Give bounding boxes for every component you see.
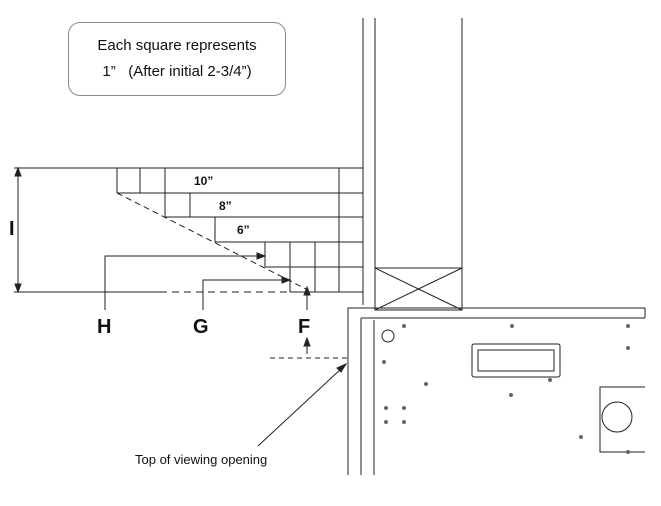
- scale-note-line-1: Each square represents: [97, 37, 257, 54]
- fireplace-panel: [347, 307, 646, 475]
- panel-fastener-dots: [382, 324, 630, 454]
- scale-note-box: Each square represents 1” (After initial…: [68, 22, 286, 96]
- step-label-8: 8”: [219, 199, 232, 213]
- step-label-10: 10”: [194, 174, 214, 188]
- step-grid: [116, 167, 363, 293]
- dimension-f-bottom: [270, 336, 348, 359]
- scale-note-line-2: 1” (After initial 2-3/4”): [102, 63, 252, 80]
- leader-h: [104, 252, 267, 310]
- leader-g: [202, 276, 292, 310]
- marker-f: F: [298, 316, 311, 338]
- header-block: [374, 267, 463, 311]
- viewing-opening-leader: [257, 362, 348, 447]
- viewing-opening-caption: Top of viewing opening: [135, 452, 268, 467]
- marker-h: H: [97, 316, 112, 338]
- leader-f: [303, 285, 311, 310]
- marker-i: I: [9, 218, 15, 240]
- slope-dashed-line: [116, 192, 309, 291]
- dimension-i: [14, 166, 160, 294]
- step-label-6: 6”: [237, 223, 250, 237]
- marker-g: G: [193, 316, 209, 338]
